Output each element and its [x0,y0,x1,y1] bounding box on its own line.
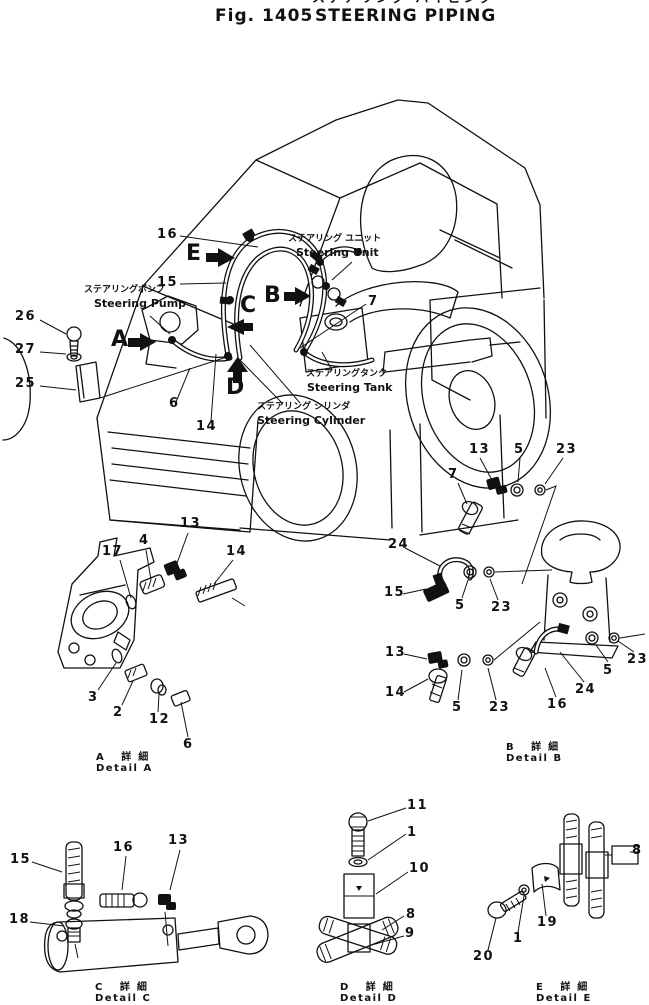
detail-b-callout-13: 13 [469,442,491,457]
detail-e-art [488,814,639,950]
detail-d-callout-9: 9 [405,926,416,941]
detail-b-callout-23: 23 [556,442,578,457]
detail-b-callout-16: 16 [547,697,569,712]
detail-a-leaders [98,533,233,737]
detail-b-callout-5c: 5 [452,700,463,715]
view-letter-c: C [240,293,257,318]
detail-d-caption-en: Detail D [340,992,398,1004]
detail-b-caption: B 詳細 Detail B [506,742,566,764]
detail-d-callout-10: 10 [409,861,431,876]
callout-26: 26 [15,309,37,324]
page-title: STEERING PIPING [315,6,497,26]
callout-15: 15 [157,275,179,290]
detail-b-callout-14: 14 [385,685,407,700]
detail-a-callout-12: 12 [149,712,171,727]
view-arrows [128,248,311,383]
callout-25: 25 [15,376,37,391]
steering-tank-label-jp: ステアリングタンク [306,369,388,379]
detail-b-callout-23d: 23 [627,652,649,667]
steering-pump-label-jp: ステアリングポンプ [84,285,165,295]
view-letter-e: E [186,241,202,266]
detail-e-leaders [488,852,639,950]
detail-b-callout-23c: 23 [489,700,511,715]
steering-cylinder-label-en: Steering Cylinder [257,414,366,427]
steering-tank-label-en: Steering Tank [307,381,393,394]
view-letter-a: A [111,327,129,352]
detail-d-leaders [368,808,408,946]
callout-14: 14 [196,419,218,434]
detail-b-callout-5d: 5 [603,663,614,678]
callout-7: 7 [368,294,379,309]
detail-a-callout-4: 4 [139,533,150,548]
detail-d-art [314,808,408,965]
detail-e-callout-19: 19 [537,915,559,930]
detail-e-callout-8: 8 [632,843,643,858]
main-leader-lines [40,236,366,421]
detail-c-caption: C 詳細 Detail C [95,982,154,1004]
detail-e-caption-jp: E 詳細 [536,982,595,993]
figure-number: Fig. 1405 [215,6,314,26]
detail-a-caption-jp: A 詳細 [96,752,156,763]
detail-a-callout-2: 2 [113,705,124,720]
detail-d-callout-8: 8 [406,907,417,922]
steering-hose-loop [168,228,372,364]
detail-e-caption-en: Detail E [536,992,592,1004]
page-title-japanese: ステアリング パイピング [312,0,496,6]
detail-a-art [58,533,245,737]
view-letter-b: B [264,283,281,308]
detail-c-callout-13: 13 [168,833,190,848]
detail-a-callout-14: 14 [226,544,248,559]
detail-b-caption-jp: B 詳細 [506,742,566,753]
detail-b-callout-24b: 24 [575,682,597,697]
detail-c-leaders [30,850,180,926]
detail-c-callout-15: 15 [10,852,32,867]
detail-b-callout-15: 15 [384,585,406,600]
detail-e-caption: E 詳細 Detail E [536,982,595,1004]
detail-b-callout-7: 7 [448,467,459,482]
view-letter-d: D [226,375,245,400]
detail-a-callout-3: 3 [88,690,99,705]
detail-b-callout-23b: 23 [491,600,513,615]
bolt-washer-plate-parts [67,327,100,402]
detail-c-callout-18: 18 [9,912,31,927]
detail-a-callout-17: 17 [102,544,124,559]
detail-d-caption: D 詳細 Detail D [340,982,400,1004]
detail-e-callout-20: 20 [473,949,495,964]
detail-b-caption-en: Detail B [506,752,563,764]
detail-a-callout-6: 6 [183,737,194,752]
steering-cylinder-label-jp: ステアリング シリンダ [257,402,351,412]
machine-drawing [3,100,573,554]
detail-a-caption-en: Detail A [96,762,153,774]
callout-6: 6 [169,396,180,411]
detail-e-callout-1: 1 [513,931,524,946]
detail-b-leaders [403,458,634,700]
detail-b-callout-5b: 5 [455,598,466,613]
callout-16: 16 [157,227,179,242]
detail-c-caption-jp: C 詳細 [95,982,154,993]
detail-d-callout-1: 1 [407,825,418,840]
steering-pump-label-en: Steering Pump [94,297,187,310]
detail-c-art [30,842,268,972]
detail-a-callout-13: 13 [180,516,202,531]
detail-b-callout-5: 5 [514,442,525,457]
detail-c-caption-en: Detail C [95,992,152,1004]
detail-d-caption-jp: D 詳細 [340,982,400,993]
steering-unit-label-jp: ステアリング ユニット [288,234,382,244]
detail-a-caption: A 詳細 Detail A [96,752,156,774]
steering-unit-label-en: Steering Unit [296,246,379,259]
detail-b-callout-13b: 13 [385,645,407,660]
callout-27: 27 [15,342,37,357]
detail-c-callout-16: 16 [113,840,135,855]
detail-b-art [403,458,645,703]
detail-d-callout-11: 11 [407,798,429,813]
detail-b-callout-24: 24 [388,537,410,552]
